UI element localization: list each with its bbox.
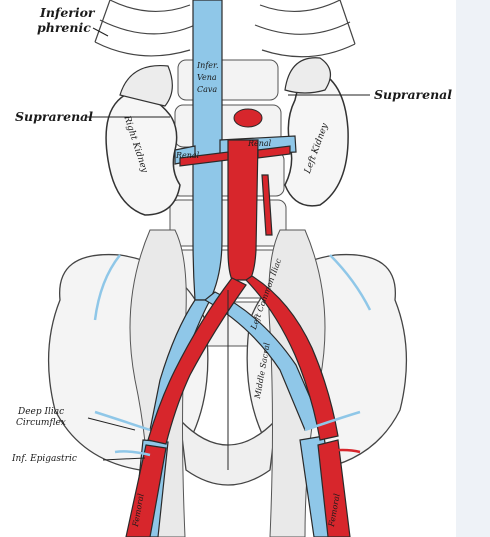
label-inferior-phrenic-line1: Inferior [40, 5, 95, 20]
label-renal-left: Renal [248, 139, 272, 148]
label-suprarenal-right: Suprarenal [15, 109, 94, 124]
label-deep-iliac: Deep Iliac [18, 407, 65, 417]
kidneys [105, 69, 349, 216]
label-vena: Vena [197, 73, 217, 82]
label-inferior-phrenic: phrenic [37, 20, 91, 35]
left-kidney [284, 69, 349, 207]
diaphragm-aperture [233, 108, 263, 128]
branch-vessels [93, 254, 372, 470]
label-cava: Cava [197, 85, 218, 94]
label-circumflex: Circumflex [16, 418, 66, 428]
anatomy-diagram [47, 0, 408, 537]
ribs [94, 0, 356, 58]
suprarenal-glands [119, 57, 331, 107]
side-panel [456, 0, 490, 537]
label-suprarenal-left: Suprarenal [374, 87, 453, 102]
label-infer: Infer. [197, 61, 219, 70]
label-renal-right: Renal [176, 151, 200, 160]
label-inf-epigastric: Inf. Epigastric [12, 454, 77, 464]
aorta [125, 139, 351, 537]
leader-lines [85, 27, 370, 461]
right-kidney [105, 93, 181, 216]
